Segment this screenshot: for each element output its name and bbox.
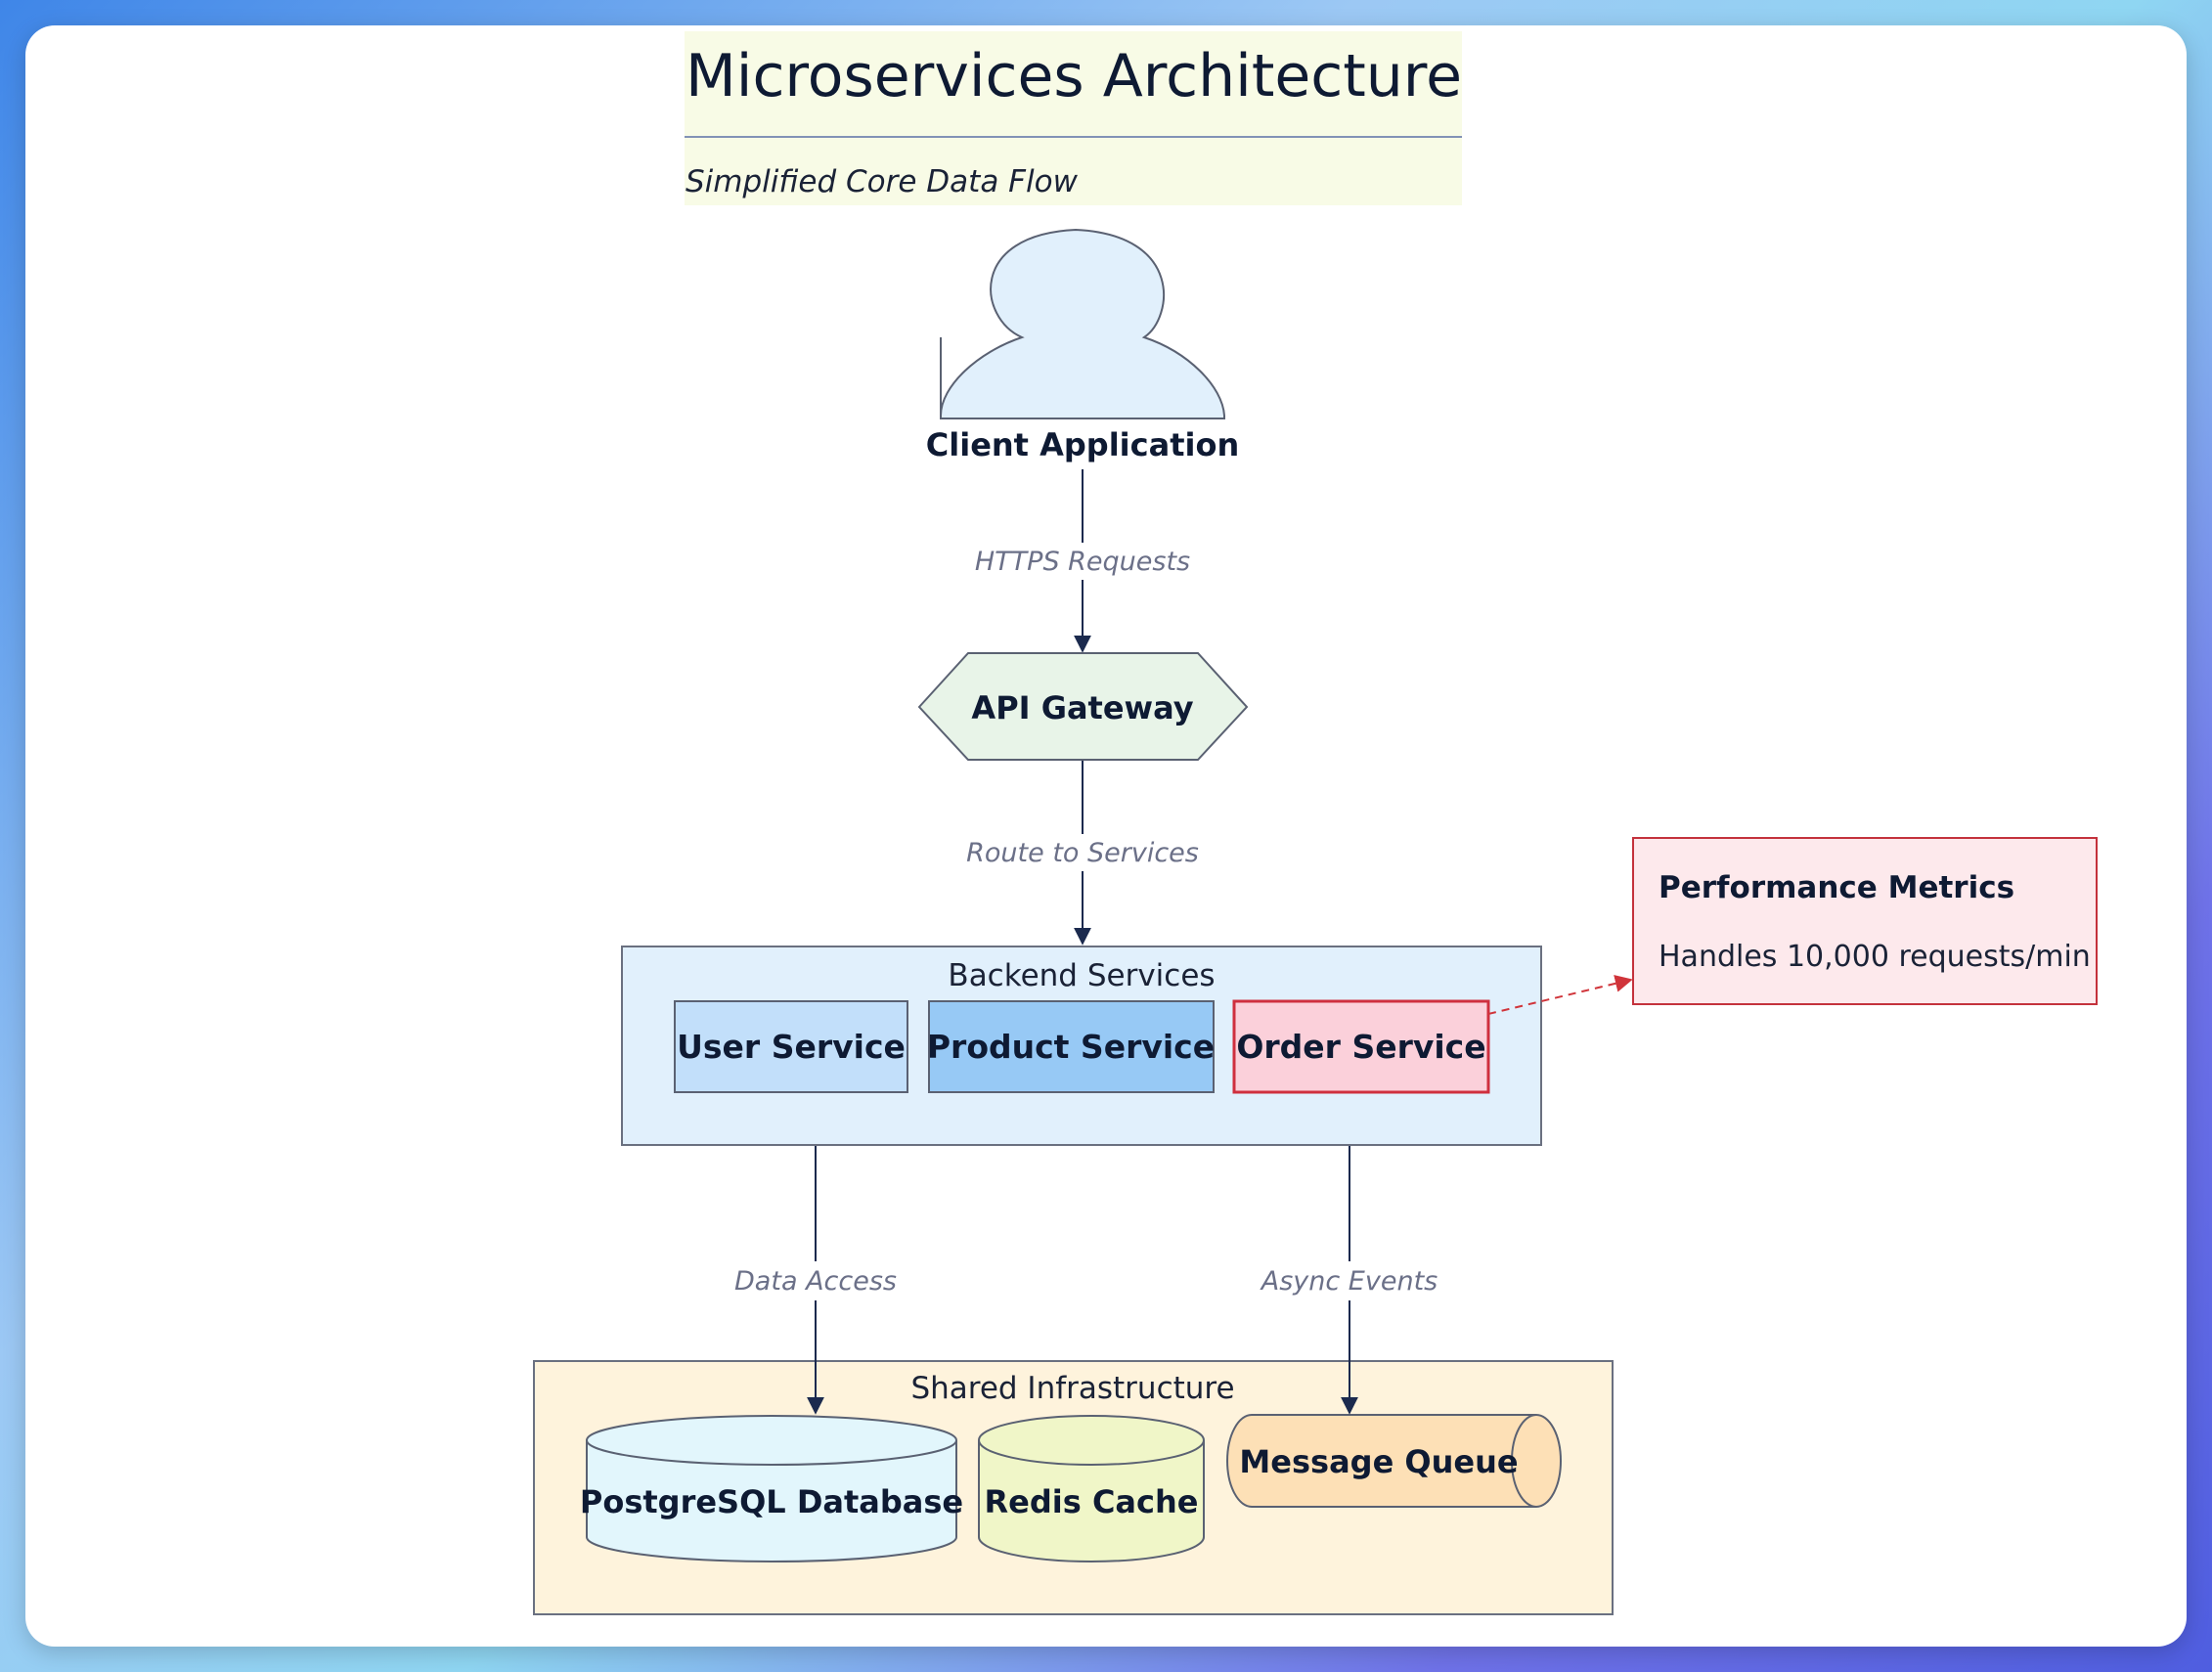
edge-https-requests: HTTPS Requests (973, 469, 1192, 653)
edge-label-route-to-services: Route to Services (966, 838, 1199, 868)
performance-metrics-body: Handles 10,000 requests/min (1659, 940, 2091, 974)
note-performance-metrics: Performance Metrics Handles 10,000 reque… (1632, 837, 2098, 1005)
node-message-queue[interactable]: Message Queue (1226, 1414, 1562, 1508)
product-service-label: Product Service (927, 1028, 1215, 1066)
client-application-label: Client Application (926, 426, 1239, 463)
performance-metrics-title: Performance Metrics (1659, 870, 2014, 905)
diagram-subtitle: Simplified Core Data Flow (686, 164, 1079, 199)
node-redis-cache[interactable]: Redis Cache (978, 1415, 1205, 1562)
edge-route-to-services: Route to Services (966, 761, 1199, 946)
client-actor-icon (940, 228, 1225, 419)
node-client-application[interactable]: Client Application (926, 228, 1239, 463)
edge-data-access: Data Access (733, 1146, 898, 1415)
redis-cylinder-icon (978, 1440, 1205, 1562)
group-backend-services: Backend Services User Service Product Se… (621, 946, 1542, 1146)
user-service-label: User Service (677, 1028, 906, 1066)
edge-async-events: Async Events (1260, 1146, 1438, 1415)
node-user-service[interactable]: User Service (674, 1000, 908, 1093)
node-order-service[interactable]: Order Service (1232, 999, 1490, 1094)
node-postgresql-database[interactable]: PostgreSQL Database (580, 1415, 963, 1562)
architecture-diagram: Microservices Architecture Simplified Co… (533, 31, 2098, 1615)
group-shared-infrastructure: Shared Infrastructure PostgreSQL Databas… (533, 1360, 1614, 1615)
title-block: Microservices Architecture Simplified Co… (685, 31, 1462, 205)
order-service-label: Order Service (1236, 1028, 1485, 1066)
api-gateway-label: API Gateway (971, 689, 1193, 726)
shared-infrastructure-label: Shared Infrastructure (910, 1371, 1234, 1406)
node-api-gateway[interactable]: API Gateway (917, 652, 1249, 761)
edge-order-to-metrics (1487, 975, 1633, 1015)
node-product-service[interactable]: Product Service (927, 1000, 1215, 1093)
edge-label-data-access: Data Access (734, 1266, 897, 1297)
diagram-card: Microservices Architecture Simplified Co… (25, 25, 2187, 1647)
message-queue-label: Message Queue (1239, 1443, 1518, 1480)
backend-services-label: Backend Services (948, 958, 1215, 993)
postgresql-database-label: PostgreSQL Database (580, 1483, 963, 1520)
queue-cylinder-icon (1226, 1414, 1536, 1508)
redis-cache-label: Redis Cache (985, 1483, 1199, 1520)
edge-label-async-events: Async Events (1260, 1266, 1438, 1297)
postgres-cylinder-icon (586, 1440, 957, 1562)
edge-label-https-requests: HTTPS Requests (975, 547, 1190, 577)
diagram-title: Microservices Architecture (686, 42, 1462, 110)
